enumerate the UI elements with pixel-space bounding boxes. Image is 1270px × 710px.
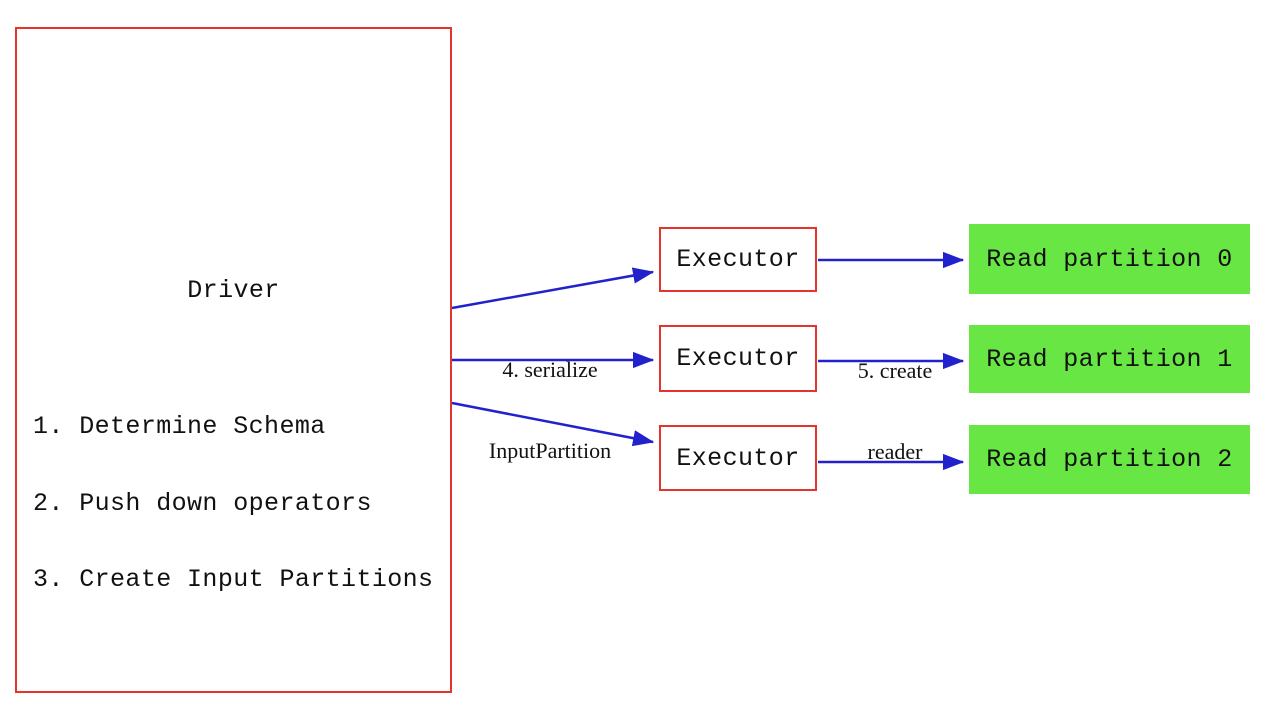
driver-title: Driver xyxy=(187,276,280,305)
driver-steps-list: 1. Determine Schema 2. Push down operato… xyxy=(33,363,433,644)
create-reader-label-line-2: reader xyxy=(867,439,923,464)
read-partition-2-box: Read partition 2 xyxy=(969,425,1250,494)
driver-step-2: 2. Push down operators xyxy=(33,488,372,518)
driver-box: Driver 1. Determine Schema 2. Push down … xyxy=(15,27,452,693)
executor-box-1: Executor xyxy=(659,227,817,292)
driver-step-3: 3. Create Input Partitions xyxy=(33,565,434,594)
create-reader-label: 5. create reader xyxy=(810,303,980,519)
serialize-input-partition-label: 4. serialize InputPartition xyxy=(455,302,645,518)
executor-box-3: Executor xyxy=(659,425,817,491)
executor-2-label: Executor xyxy=(676,344,800,373)
read-partition-0-box: Read partition 0 xyxy=(969,224,1250,294)
executor-3-label: Executor xyxy=(676,443,800,473)
read-partition-1-box: Read partition 1 xyxy=(969,325,1250,393)
serialize-label-line-2: InputPartition xyxy=(488,438,612,463)
read-partition-0-label: Read partition 0 xyxy=(986,244,1233,274)
create-reader-label-line-1: 5. create xyxy=(857,358,933,383)
executor-1-label: Executor xyxy=(676,245,800,274)
serialize-label-line-1: 4. serialize xyxy=(502,357,598,382)
executor-box-2: Executor xyxy=(659,325,817,392)
read-partition-1-label: Read partition 1 xyxy=(986,344,1233,374)
driver-step-1: 1. Determine Schema xyxy=(33,412,326,441)
read-partition-2-label: Read partition 2 xyxy=(986,445,1233,474)
